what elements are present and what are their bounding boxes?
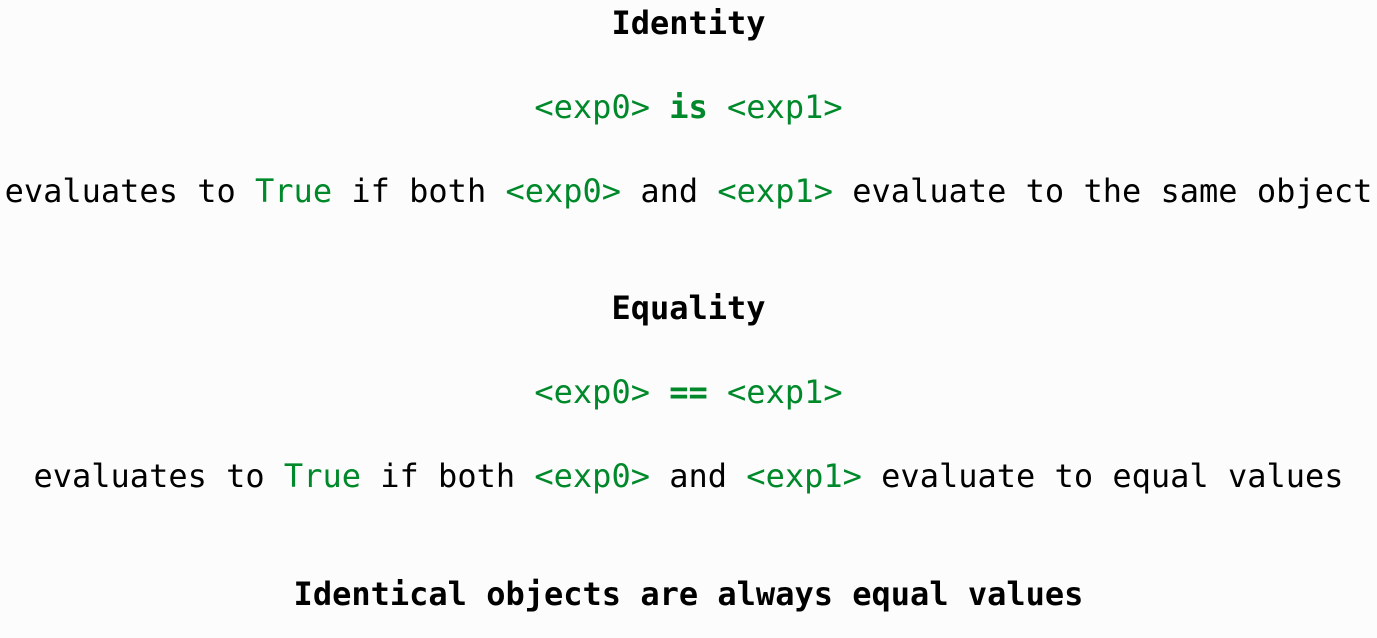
identity-expr-right: <exp1> bbox=[727, 88, 843, 126]
identity-desc-text-4: evaluate to the same object bbox=[832, 172, 1373, 210]
equality-desc-exp0: <exp0> bbox=[534, 457, 650, 495]
identity-desc-exp1: <exp1> bbox=[717, 172, 833, 210]
identity-true-keyword: True bbox=[255, 172, 333, 210]
identity-heading: Identity bbox=[611, 4, 766, 42]
identity-desc-exp0: <exp0> bbox=[505, 172, 622, 210]
identity-description: evaluates to True if both <exp0> and <ex… bbox=[0, 171, 1377, 211]
equality-expr-right: <exp1> bbox=[727, 373, 843, 411]
equality-description: evaluates to True if both <exp0> and <ex… bbox=[0, 456, 1377, 496]
equality-desc-text-2: if both bbox=[360, 457, 535, 495]
equality-true-keyword: True bbox=[283, 457, 361, 495]
equality-desc-exp1: <exp1> bbox=[746, 457, 862, 495]
equality-operator: == bbox=[669, 373, 708, 411]
equality-desc-text-3: and bbox=[649, 457, 747, 495]
equality-desc-text-4: evaluate to equal values bbox=[861, 457, 1344, 495]
identity-desc-text-2: if both bbox=[332, 172, 506, 210]
equality-expression: <exp0> == <exp1> bbox=[0, 372, 1377, 412]
conclusion-statement: Identical objects are always equal value… bbox=[293, 575, 1084, 613]
identity-operator: is bbox=[669, 88, 708, 126]
identity-expr-left: <exp0> bbox=[534, 88, 650, 126]
identity-desc-text-3: and bbox=[621, 172, 718, 210]
identity-desc-text-1: evaluates to bbox=[4, 172, 256, 210]
equality-heading: Equality bbox=[611, 289, 766, 327]
equality-expr-left: <exp0> bbox=[534, 373, 650, 411]
identity-expression: <exp0> is <exp1> bbox=[0, 87, 1377, 127]
equality-desc-text-1: evaluates to bbox=[33, 457, 284, 495]
